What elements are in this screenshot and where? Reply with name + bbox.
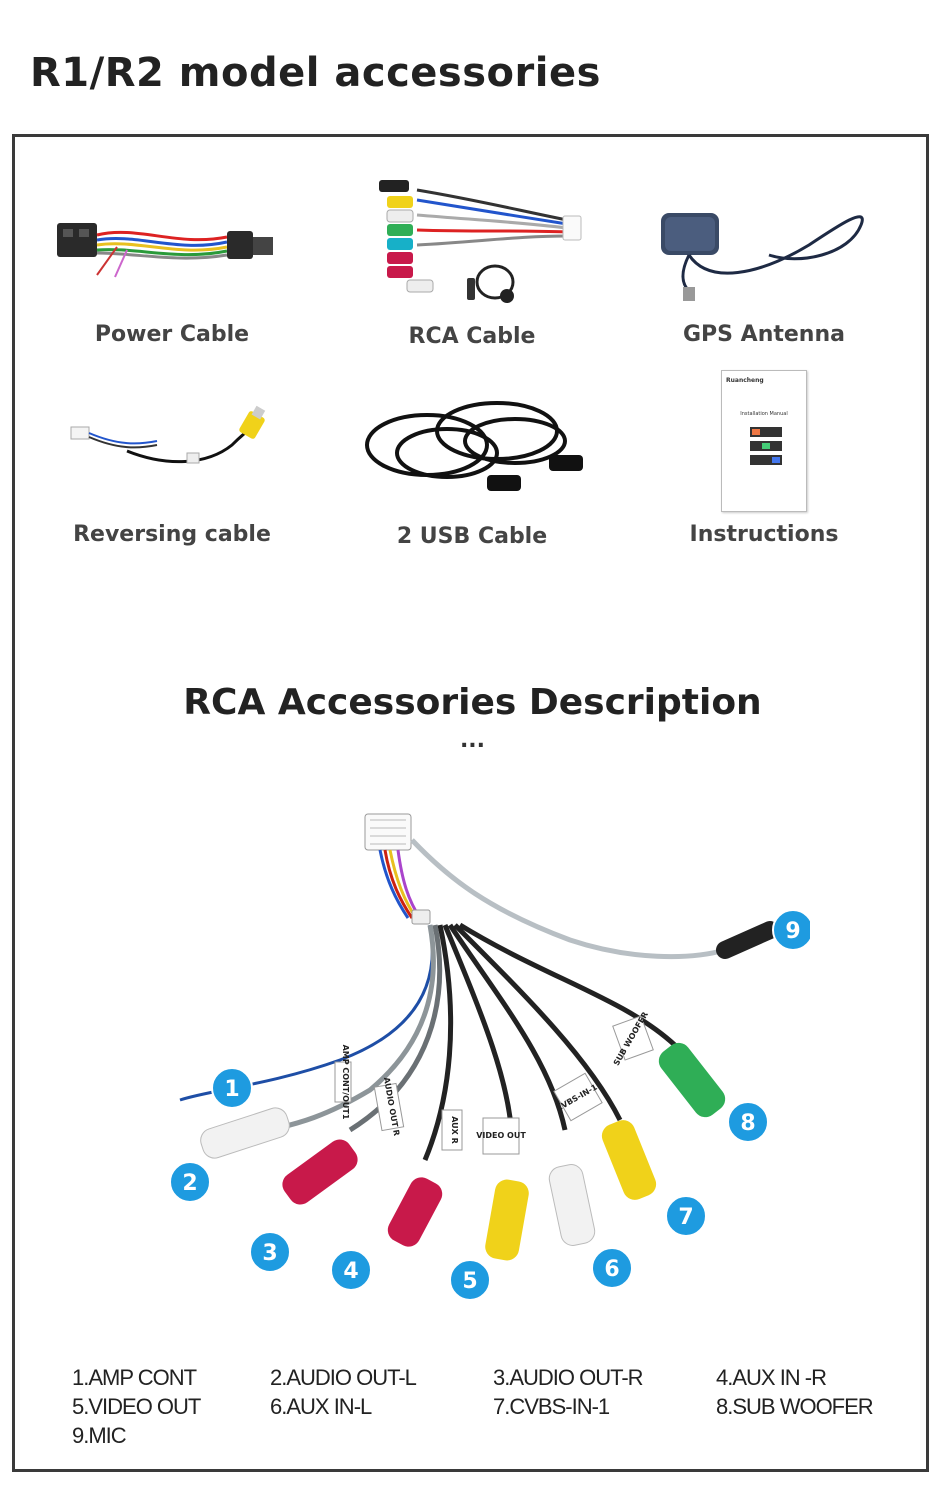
badge-1-number: 1	[224, 1077, 239, 1102]
badge-3	[249, 1231, 291, 1273]
power-cable-label: Power Cable	[94, 322, 250, 347]
badge-9-number: 9	[785, 919, 800, 944]
power-cable-icon	[57, 223, 273, 278]
legend-col-3: 3.AUDIO OUT-R 7.CVBS-IN-1	[493, 1363, 644, 1421]
badge-1	[211, 1067, 253, 1109]
legend-item: 8.SUB WOOFER	[716, 1394, 874, 1419]
legend-col-1: 1.AMP CONT 5.VIDEO OUT 9.MIC	[72, 1363, 201, 1450]
manual-brand: Ruancheng	[726, 377, 764, 384]
legend-col-4: 4.AUX IN -R 8.SUB WOOFER	[716, 1363, 874, 1421]
badge-9	[772, 909, 810, 951]
badge-6	[591, 1247, 633, 1289]
gps-antenna-label: GPS Antenna	[683, 322, 845, 347]
badge-4-number: 4	[343, 1259, 358, 1284]
usb-cable-label: 2 USB Cable	[396, 524, 548, 549]
instructions-label: Instructions	[689, 522, 839, 547]
reversing-cable-label: Reversing cable	[73, 522, 271, 547]
rca-cable-icon	[379, 180, 582, 303]
badge-8	[727, 1101, 769, 1143]
tag-video-out: VIDEO OUT	[476, 1131, 526, 1140]
badge-3-number: 3	[262, 1241, 277, 1266]
usb-cable-icon	[365, 401, 583, 491]
power-cable-image	[52, 195, 292, 285]
usb-cable-image	[352, 395, 592, 505]
reversing-cable-image	[52, 405, 292, 485]
legend-item: 5.VIDEO OUT	[72, 1394, 201, 1419]
tag-amp: AMP CONT/OUT1	[341, 1045, 350, 1120]
page-title: R1/R2 model accessories	[30, 50, 601, 96]
badge-8-number: 8	[740, 1111, 755, 1136]
rca-diagram: AMP CONT/OUT1 AUDIO OUT R AUX R VIDEO OU…	[169, 813, 810, 1301]
legend-item: 1.AMP CONT	[72, 1365, 197, 1390]
legend-item: 9.MIC	[72, 1423, 127, 1448]
rca-cable-label: RCA Cable	[408, 324, 536, 349]
instruction-manual-icon: Ruancheng Installation Manual	[721, 370, 807, 512]
badge-4	[330, 1249, 372, 1291]
legend-item: 2.AUDIO OUT-L	[270, 1365, 417, 1390]
legend-item: 4.AUX IN -R	[716, 1365, 827, 1390]
manual-heading: Installation Manual	[740, 411, 788, 417]
reversing-cable-icon	[70, 405, 266, 464]
badge-6-number: 6	[604, 1257, 619, 1282]
gps-antenna-image	[644, 195, 884, 305]
legend-item: 3.AUDIO OUT-R	[493, 1365, 644, 1390]
gps-antenna-icon	[661, 213, 864, 301]
section-title: RCA Accessories Description	[183, 682, 762, 723]
badge-5	[449, 1259, 491, 1301]
badge-5-number: 5	[462, 1269, 477, 1294]
legend-item: 7.CVBS-IN-1	[493, 1394, 610, 1419]
tag-aux-r: AUX R	[450, 1116, 459, 1144]
legend-col-2: 2.AUDIO OUT-L 6.AUX IN-L	[270, 1363, 417, 1421]
badge-2	[169, 1161, 211, 1203]
rca-cable-image	[352, 170, 592, 315]
badge-7	[665, 1195, 707, 1237]
badge-7-number: 7	[678, 1205, 693, 1230]
instructions-image: Ruancheng Installation Manual	[644, 370, 884, 512]
accessories-frame	[12, 134, 929, 1472]
legend-item: 6.AUX IN-L	[270, 1394, 372, 1419]
section-ellipsis: ...	[459, 728, 486, 753]
badge-2-number: 2	[182, 1171, 197, 1196]
